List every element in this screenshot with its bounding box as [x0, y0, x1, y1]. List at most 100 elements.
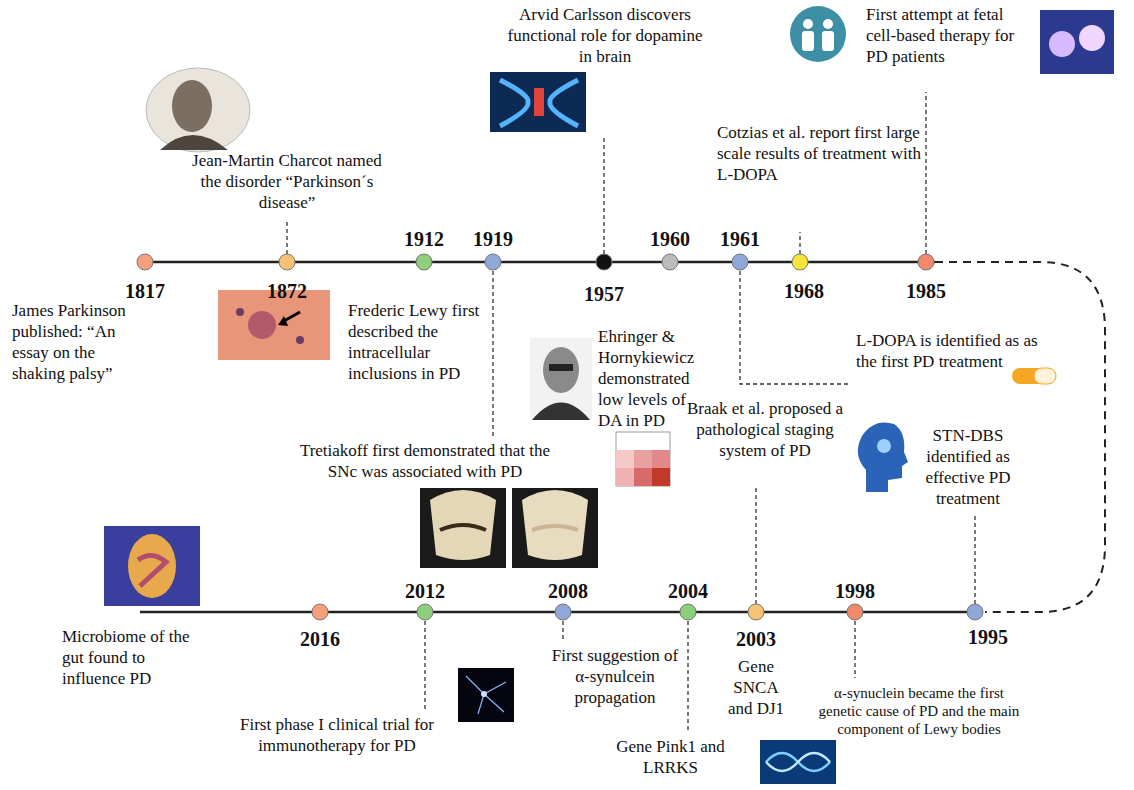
dna-ground: [760, 740, 836, 784]
event-label: Braak et al. proposed a pathological sta…: [680, 398, 850, 461]
slice-ground: [420, 488, 506, 568]
icon-head: [823, 19, 833, 29]
brain-slice: [522, 490, 588, 560]
timeline-dot: [748, 604, 764, 620]
dna-image: [760, 740, 836, 784]
icon-disc: [790, 6, 846, 62]
icon-body: [802, 31, 814, 51]
portrait-body: [160, 135, 228, 150]
people-icon: [790, 6, 846, 62]
event-label: L-DOPA is identified as as the first PD …: [856, 330, 1056, 372]
body-torso: [128, 534, 176, 598]
synapse-image: [490, 72, 586, 132]
leader-line: [286, 220, 287, 254]
event-label: Gene SNCA and DJ1: [722, 656, 790, 719]
year-label: 1872: [255, 280, 319, 303]
portrait-frame: [530, 338, 592, 420]
pointer-arrowhead: [278, 316, 288, 326]
timeline-dot: [732, 254, 748, 270]
timeline-dot: [967, 604, 983, 620]
dna-strand: [766, 753, 830, 771]
event-label: James Parkinson published: “An essay on …: [12, 300, 147, 384]
year-label: 2003: [724, 628, 788, 651]
event-label: Frederic Lewy first described the intrac…: [348, 300, 483, 384]
leader-line: [925, 92, 926, 254]
pill-half: [1034, 368, 1056, 384]
portrait-body: [532, 403, 590, 421]
synapse-terminal: [500, 80, 528, 126]
year-label: 1985: [894, 280, 958, 303]
year-label: 2004: [656, 580, 720, 603]
heatmap-cell: [634, 450, 652, 468]
leader-line: [424, 621, 425, 709]
year-label: 2016: [288, 628, 352, 651]
ehringer-portrait: [530, 338, 592, 420]
year-label: 1995: [956, 626, 1020, 649]
brain-slices: [420, 488, 598, 568]
event-label: First phase I clinical trial for immunot…: [232, 714, 442, 756]
synaptic-cleft: [534, 88, 544, 116]
portrait-frame: [146, 68, 250, 152]
year-label: 1968: [772, 280, 836, 303]
timeline-dot: [312, 604, 328, 620]
leader-line: [974, 516, 975, 604]
microbiome-image: [104, 526, 200, 606]
cells-ground: [1040, 10, 1114, 74]
icon-head: [803, 19, 813, 29]
timeline-dot: [555, 604, 571, 620]
synapse-terminal: [550, 80, 578, 126]
neuron-ground: [458, 668, 514, 722]
heatmap-cell: [652, 450, 670, 468]
leader-line: [687, 621, 688, 730]
event-label: Jean-Martin Charcot named the disorder “…: [192, 150, 382, 213]
dna-strand: [766, 753, 830, 771]
event-label: First suggestion of α-synulcein propagat…: [545, 645, 685, 708]
year-label: 1998: [823, 580, 887, 603]
charcot-portrait: [146, 68, 250, 152]
heatmap-cell: [652, 468, 670, 486]
year-label: 2012: [393, 580, 457, 603]
heatmap-cell: [634, 468, 652, 486]
timeline-dot: [485, 254, 501, 270]
brain-glow: [877, 439, 891, 453]
year-label: 1919: [461, 228, 525, 251]
event-label: Tretiakoff first demonstrated that the S…: [295, 440, 555, 482]
leader-line: [854, 621, 855, 678]
portrait-head: [543, 347, 579, 393]
event-label: Microbiome of the gut found to influence…: [62, 626, 212, 689]
neuron-soma: [481, 691, 487, 697]
timeline-dot: [596, 254, 612, 270]
year-label: 1912: [392, 228, 456, 251]
brain-slice: [430, 490, 496, 560]
year-label: 1961: [708, 228, 772, 251]
heatmap-cell: [616, 450, 634, 468]
cell-nucleus: [296, 336, 304, 344]
cell-nucleus: [236, 308, 244, 316]
timeline-dots: [137, 254, 983, 620]
timeline-axis: [138, 261, 935, 264]
event-label: Cotzias et al. report first large scale …: [717, 122, 932, 185]
timeline-dot: [417, 604, 433, 620]
year-label: 1957: [572, 283, 636, 306]
lewy-body: [248, 311, 276, 339]
heatmap-cell: [616, 468, 634, 486]
leader-line: [799, 232, 800, 254]
microbiome-ground: [104, 526, 200, 606]
event-label: STN-DBS identified as effective PD treat…: [912, 425, 1024, 509]
event-label: Gene Pink1 and LRRKS: [598, 736, 743, 778]
synapse-ground: [490, 72, 586, 132]
portrait-glasses: [549, 364, 573, 371]
heatmap-frame: [616, 432, 670, 486]
neuron-image: [458, 668, 514, 722]
timeline-dot: [279, 254, 295, 270]
cells-image: [1040, 10, 1114, 74]
timeline-dot: [792, 254, 808, 270]
icon-body: [822, 31, 834, 51]
cell: [1079, 25, 1105, 51]
event-label: First attempt at fetal cell-based therap…: [866, 4, 1034, 67]
event-label: Arvid Carlsson discovers functional role…: [505, 4, 705, 67]
year-label: 1817: [113, 280, 177, 303]
timeline-dot: [416, 254, 432, 270]
